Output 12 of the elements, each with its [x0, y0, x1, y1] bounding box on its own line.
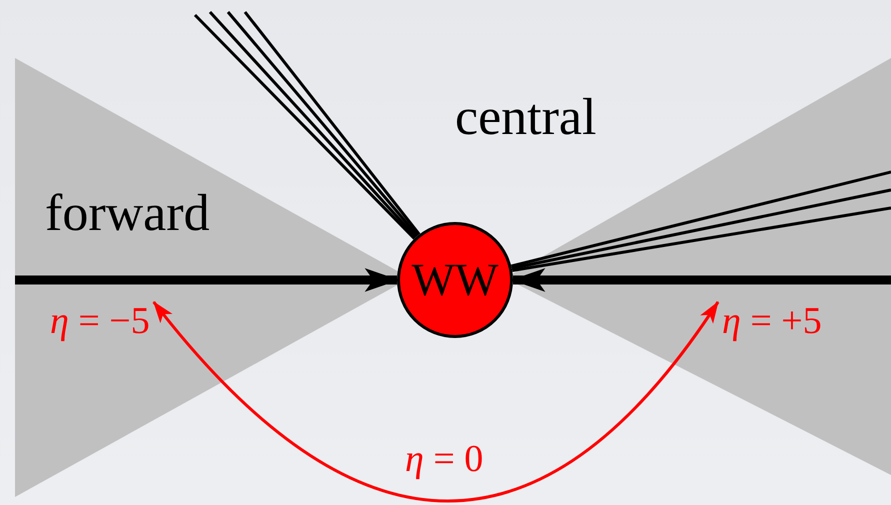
eta-label: η = −5 — [50, 302, 150, 340]
curved-arrow — [152, 301, 720, 502]
beam-arrow — [15, 268, 399, 292]
jet-line — [512, 206, 891, 272]
edge-label: η = 0 — [405, 440, 484, 478]
eta-label: η = +5 — [722, 302, 822, 340]
node-label: WW — [412, 257, 498, 303]
region-label: forward — [45, 188, 210, 240]
beam-arrow — [511, 268, 891, 292]
region-label: central — [455, 92, 596, 144]
jet-line — [510, 170, 891, 268]
jet-line — [512, 188, 891, 270]
